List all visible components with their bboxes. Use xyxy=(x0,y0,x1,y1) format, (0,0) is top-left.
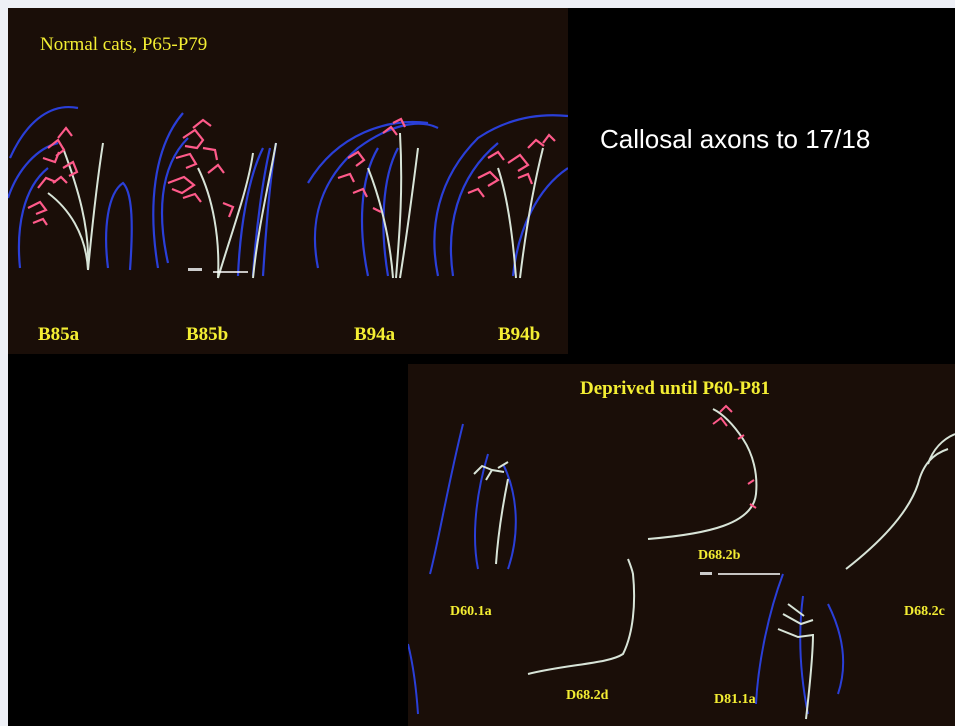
deprived-terminals xyxy=(713,406,756,508)
cell-label-b85a: B85a xyxy=(38,324,79,346)
deprived-cats-panel: Deprived until P60-P81 D60.1a D68.2b D68… xyxy=(408,364,955,726)
normal-cats-panel: Normal cats, P65-P79 B85a B85b B94a B94b xyxy=(8,8,568,354)
normal-axon-drawings xyxy=(8,8,568,354)
deprived-axons xyxy=(474,409,955,719)
slide-title: Callosal axons to 17/18 xyxy=(600,124,870,155)
deprived-axon-drawings xyxy=(408,364,955,726)
deprived-contours xyxy=(408,424,843,714)
deprived-panel-title: Deprived until P60-P81 xyxy=(580,378,770,400)
cell-label-d68-2c: D68.2c xyxy=(904,604,945,620)
cell-label-d60-1a: D60.1a xyxy=(450,604,492,620)
cell-label-b85b: B85b xyxy=(186,324,228,346)
normal-panel-title: Normal cats, P65-P79 xyxy=(40,34,207,56)
slide: Normal cats, P65-P79 B85a B85b B94a B94b… xyxy=(8,8,955,726)
cell-label-b94a: B94a xyxy=(354,324,395,346)
cell-label-d81-1a: D81.1a xyxy=(714,692,756,708)
axon-trunks xyxy=(48,133,543,278)
deprived-scale-bar xyxy=(700,572,780,575)
cortical-contours xyxy=(8,107,568,276)
terminal-arbors xyxy=(28,119,555,225)
cell-label-b94b: B94b xyxy=(498,324,540,346)
cell-label-d68-2b: D68.2b xyxy=(698,548,740,564)
cell-label-d68-2d: D68.2d xyxy=(566,688,608,704)
